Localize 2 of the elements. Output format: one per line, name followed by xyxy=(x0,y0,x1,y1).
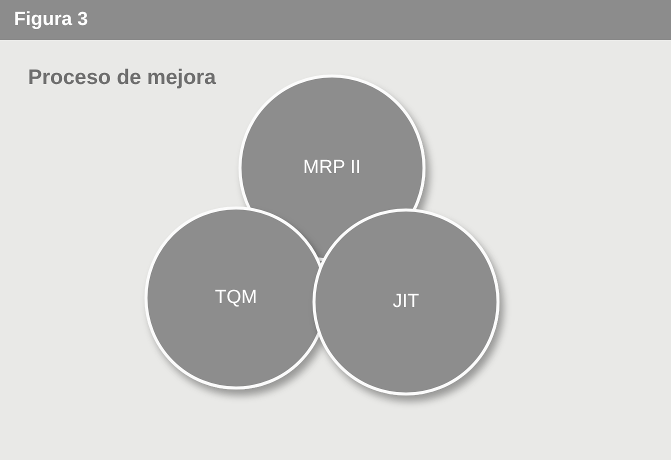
figure-number: Figura 3 xyxy=(14,9,88,31)
title: Proceso de mejora xyxy=(28,66,216,90)
